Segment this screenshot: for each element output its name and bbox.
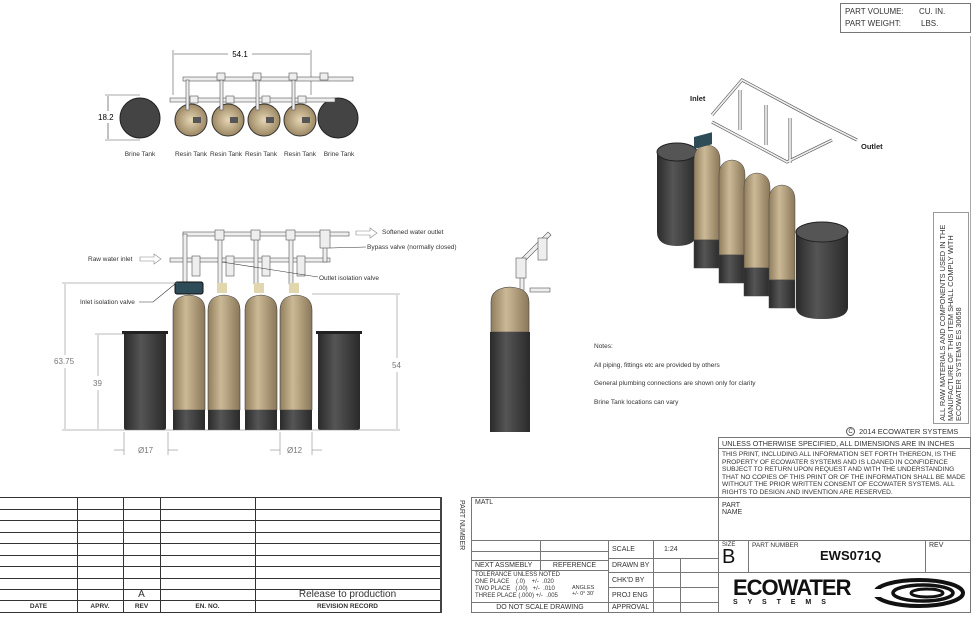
arrow-outlet-icon [355, 227, 378, 239]
size-value: B [722, 546, 736, 568]
rev-header-record: REVISION RECORD [316, 603, 379, 610]
top-manifold [169, 72, 354, 111]
dim-brine-height: 39 [93, 379, 102, 388]
brine-tank-top-right [317, 97, 359, 139]
dim-resin-height: 54 [392, 361, 401, 370]
resin-tank-front-1 [172, 294, 206, 430]
size-cell: SIZE B [718, 540, 749, 573]
iso-manifold [710, 78, 858, 164]
part-number-value: EWS071Q [820, 548, 882, 563]
approval-label: APPROVAL [608, 602, 654, 613]
ecowater-logo: ECOWATER S Y S T E M S [733, 575, 851, 607]
tolerance-block: TOLERANCE UNLESS NOTED ONE PLACE (.0) +/… [471, 570, 609, 603]
brine-tank-front-right [316, 331, 362, 430]
part-info-box: PART VOLUME: CU. IN. PART WEIGHT: LBS. [840, 3, 971, 33]
label-softened-outlet: Softened water outlet [382, 229, 444, 236]
rev-row-record: Release to production [298, 589, 397, 600]
top-label-resin-4: Resin Tank [284, 151, 317, 158]
copyright: 2014 ECOWATER SYSTEMS [859, 427, 959, 436]
part-weight-label: PART WEIGHT: [845, 19, 902, 28]
logo-cell: ECOWATER S Y S T E M S [718, 572, 971, 613]
brine-tank-front-left [122, 331, 168, 430]
part-number-cell: PART NUMBER EWS071Q [748, 540, 926, 573]
proj-eng-field [653, 587, 681, 603]
rev-header-en-no: EN. NO. [195, 603, 220, 610]
rev-header-rev: REV [134, 603, 149, 610]
note-item: All piping, fittings etc are provided by… [594, 362, 720, 369]
top-view: 54.1 18.2 Brine Tank Resin Tank Resin Ta… [98, 50, 359, 158]
resin-tank-top-4 [283, 103, 317, 137]
top-label-brine-left: Brine Tank [125, 151, 156, 158]
label-outlet-isolation: Outlet isolation valve [319, 275, 379, 282]
drawn-by-date [680, 558, 719, 573]
chkd-by-date [680, 572, 719, 588]
scale-label: SCALE [608, 540, 654, 559]
part-volume-label: PART VOLUME: [845, 7, 904, 16]
arrow-inlet-icon [139, 253, 162, 265]
revision-table [0, 497, 442, 613]
resin-tank-top-2 [211, 103, 245, 137]
part-number-side-label: PART NUMBER [458, 500, 465, 551]
iso-resin-1 [693, 144, 721, 269]
resin-tank-front-3 [244, 283, 278, 430]
dim-brine-diameter: Ø17 [138, 446, 154, 455]
approval-field [653, 602, 681, 613]
top-label-resin-3: Resin Tank [245, 151, 278, 158]
copyright-symbol: C [846, 427, 855, 436]
top-label-resin-2: Resin Tank [210, 151, 243, 158]
front-view: Softened water outlet Bypass valve (norm… [54, 227, 457, 455]
compliance-note: ALL RAW MATERIALS AND COMPONENTS USED IN… [938, 224, 963, 421]
dim-total-height: 63.75 [54, 357, 75, 366]
part-name-field: PART NAME [718, 497, 971, 541]
iso-brine-right [795, 221, 849, 319]
top-dim-width: 54.1 [232, 50, 248, 59]
note-item: Brine Tank locations can vary [594, 399, 679, 406]
rev-row-rev: A [138, 589, 145, 600]
label-raw-inlet: Raw water inlet [88, 256, 133, 263]
ecowater-swirl-logo-icon [873, 578, 965, 608]
top-label-brine-right: Brine Tank [324, 151, 355, 158]
control-valve-head [174, 281, 204, 295]
notes-title: Notes: [594, 343, 613, 350]
drawn-by-field [653, 558, 681, 573]
confidential-notice: THIS PRINT, INCLUDING ALL INFORMATION SE… [718, 448, 971, 498]
chkd-by-label: CHK'D BY [608, 572, 654, 588]
iso-label-inlet: Inlet [690, 94, 706, 103]
dim-resin-diameter: Ø12 [287, 446, 303, 455]
do-not-scale: DO NOT SCALE DRAWING [471, 602, 609, 613]
top-label-resin-1: Resin Tank [175, 151, 208, 158]
part-volume-unit: CU. IN. [919, 7, 946, 16]
resin-tank-top-1 [174, 103, 208, 137]
iso-resin-4 [768, 184, 796, 309]
side-view [490, 231, 552, 432]
iso-brine-left [656, 142, 698, 246]
note-item: General plumbing connections are shown o… [594, 380, 756, 387]
compliance-note-box: ALL RAW MATERIALS AND COMPONENTS USED IN… [933, 212, 969, 424]
proj-eng-date [680, 587, 719, 603]
resin-tank-front-4 [279, 283, 313, 430]
label-inlet-isolation: Inlet isolation valve [80, 299, 135, 306]
chkd-by-field [653, 572, 681, 588]
sheet-border-right [970, 36, 971, 613]
resin-tank-top-3 [247, 103, 281, 137]
approval-date [680, 602, 719, 613]
drawn-by-label: DRAWN BY [608, 558, 654, 573]
top-dim-height: 18.2 [98, 113, 114, 122]
rev-header-date: DATE [29, 603, 48, 610]
rev-header-aprv: APRV. [90, 603, 110, 610]
matl-field: MATL [471, 497, 719, 541]
rev-cell: REV [925, 540, 971, 573]
part-weight-unit: LBS. [921, 19, 939, 28]
iso-resin-2 [718, 159, 746, 284]
front-manifold [169, 229, 350, 285]
iso-resin-3 [743, 172, 771, 297]
proj-eng-label: PROJ ENG [608, 587, 654, 603]
resin-tank-front-2 [207, 283, 241, 430]
brine-tank-top-left [119, 97, 161, 139]
iso-view: Inlet Outlet [656, 78, 883, 319]
scale-value: 1:24 [653, 540, 719, 559]
iso-label-outlet: Outlet [861, 142, 883, 151]
label-bypass-valve: Bypass valve (normally closed) [367, 244, 457, 251]
